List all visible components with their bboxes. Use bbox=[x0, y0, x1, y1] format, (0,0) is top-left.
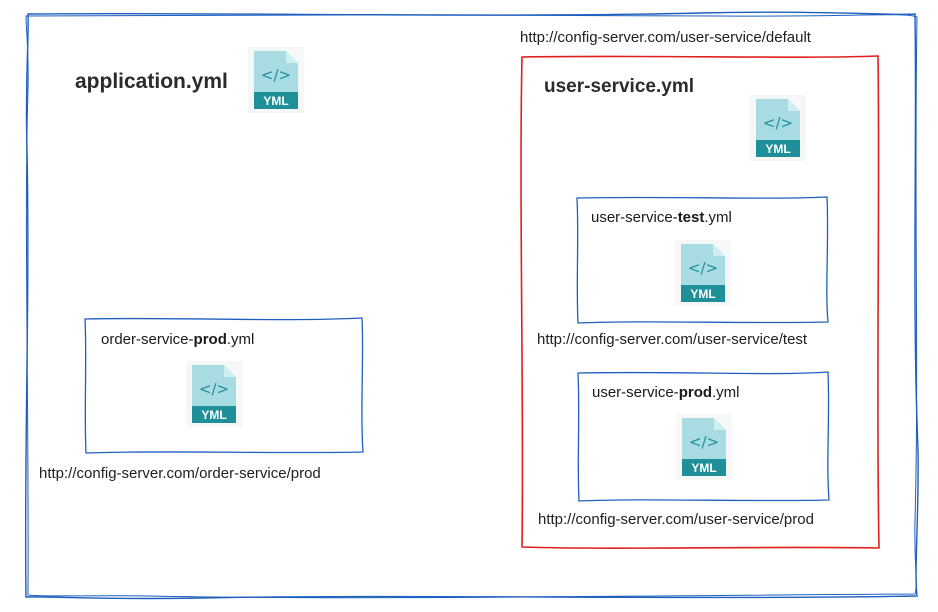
code-glyph: </> bbox=[688, 259, 718, 277]
user-prod-box-border bbox=[577, 371, 830, 502]
yml-label: YML bbox=[201, 408, 226, 422]
code-glyph: </> bbox=[261, 66, 291, 84]
yml-label: YML bbox=[690, 287, 715, 301]
code-glyph: </> bbox=[199, 380, 229, 398]
order-service-prod-label: order-service-prod.yml bbox=[101, 331, 255, 348]
user-service-prod-label: user-service-prod.yml bbox=[592, 384, 740, 401]
yml-file-icon: </> YML bbox=[676, 414, 732, 480]
user-service-title: user-service.yml bbox=[544, 76, 694, 97]
test-box-border bbox=[576, 196, 829, 324]
user-service-border bbox=[520, 55, 880, 549]
user-service-test-url[interactable]: http://config-server.com/user-service/te… bbox=[537, 331, 808, 348]
yml-label: YML bbox=[263, 94, 288, 108]
yml-label: YML bbox=[691, 461, 716, 475]
root-title: application.yml bbox=[75, 70, 228, 93]
yml-file-icon: </> YML bbox=[186, 361, 242, 427]
user-service-test-label: user-service-test.yml bbox=[591, 209, 732, 226]
outer-frame-border-2 bbox=[25, 14, 918, 599]
yml-file-icon: </> YML bbox=[248, 47, 304, 113]
outer-frame-border bbox=[24, 11, 919, 600]
yml-file-icon: </> YML bbox=[675, 240, 731, 306]
yml-file-icon: </> YML bbox=[750, 95, 806, 161]
user-service-default-url[interactable]: http://config-server.com/user-service/de… bbox=[520, 29, 811, 46]
yml-label: YML bbox=[765, 142, 790, 156]
code-glyph: </> bbox=[763, 114, 793, 132]
code-glyph: </> bbox=[689, 433, 719, 451]
order-prod-box-border bbox=[84, 317, 364, 454]
order-service-prod-url[interactable]: http://config-server.com/order-service/p… bbox=[39, 465, 321, 482]
user-service-prod-url[interactable]: http://config-server.com/user-service/pr… bbox=[538, 511, 814, 528]
